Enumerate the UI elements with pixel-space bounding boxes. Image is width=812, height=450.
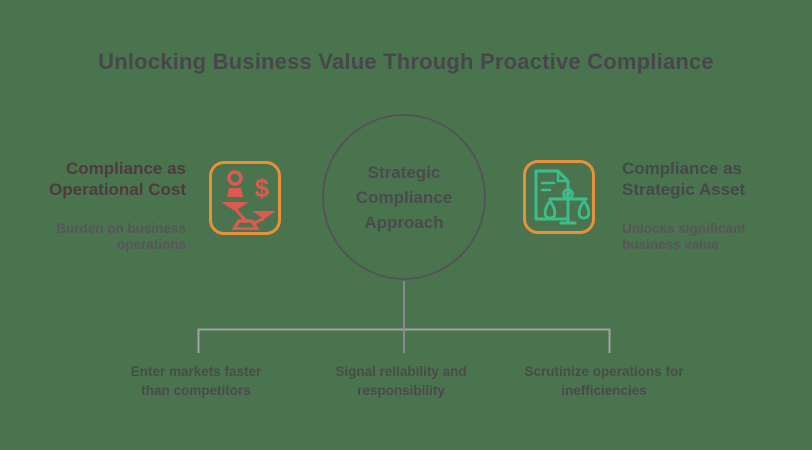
left-heading-line1: Compliance as (66, 159, 186, 178)
document-with-scales-icon (534, 169, 590, 225)
benefit-scrutinize-operations-line2: inefficiencies (561, 383, 647, 398)
benefit-signal-reliability-line1: Signal reliability and (335, 364, 467, 379)
right-subtitle-line2: business value (622, 237, 719, 252)
benefit-scrutinize-operations-line1: Scrutinize operations for (524, 364, 684, 379)
page-title: Unlocking Business Value Through Proacti… (98, 49, 714, 74)
left-subtitle-line1: Burden on business (56, 221, 186, 236)
benefit-enter-markets-line1: Enter markets faster (130, 364, 262, 379)
left-subtitle-line2: operations (116, 237, 186, 252)
right-subtitle-line1: Unlocks significant (622, 221, 746, 236)
benefit-enter-markets: Enter markets faster than competitors (96, 362, 296, 400)
operational-cost-icon-tile: $ (209, 161, 281, 235)
circle-line1: Strategic (367, 162, 441, 182)
benefit-signal-reliability: Signal reliability and responsibility (301, 362, 501, 400)
bracket-line (197, 328, 611, 353)
benefit-enter-markets-line2: than competitors (141, 383, 251, 398)
circle-line2: Compliance (355, 187, 453, 207)
right-panel: Compliance as Strategic Asset Unlocks si… (622, 158, 804, 253)
dollar-sign-glyph: $ (255, 173, 270, 203)
right-heading: Compliance as Strategic Asset (622, 158, 804, 200)
right-heading-line1: Compliance as (622, 159, 742, 178)
circle-line3: Approach (364, 212, 444, 232)
left-panel: Compliance as Operational Cost Burden on… (0, 158, 186, 253)
benefit-signal-reliability-line2: responsibility (357, 383, 445, 398)
left-heading-line2: Operational Cost (49, 180, 186, 199)
benefit-scrutinize-operations: Scrutinize operations for inefficiencies (489, 362, 719, 400)
left-subtitle: Burden on business operations (0, 221, 186, 253)
right-heading-line2: Strategic Asset (622, 180, 746, 199)
strategic-asset-icon-tile (523, 160, 595, 234)
strategic-compliance-circle: Strategic Compliance Approach (322, 114, 486, 280)
left-heading: Compliance as Operational Cost (0, 158, 186, 200)
unbalanced-scale-person-dollar-icon: $ (221, 170, 276, 230)
right-subtitle: Unlocks significant business value (622, 221, 804, 253)
